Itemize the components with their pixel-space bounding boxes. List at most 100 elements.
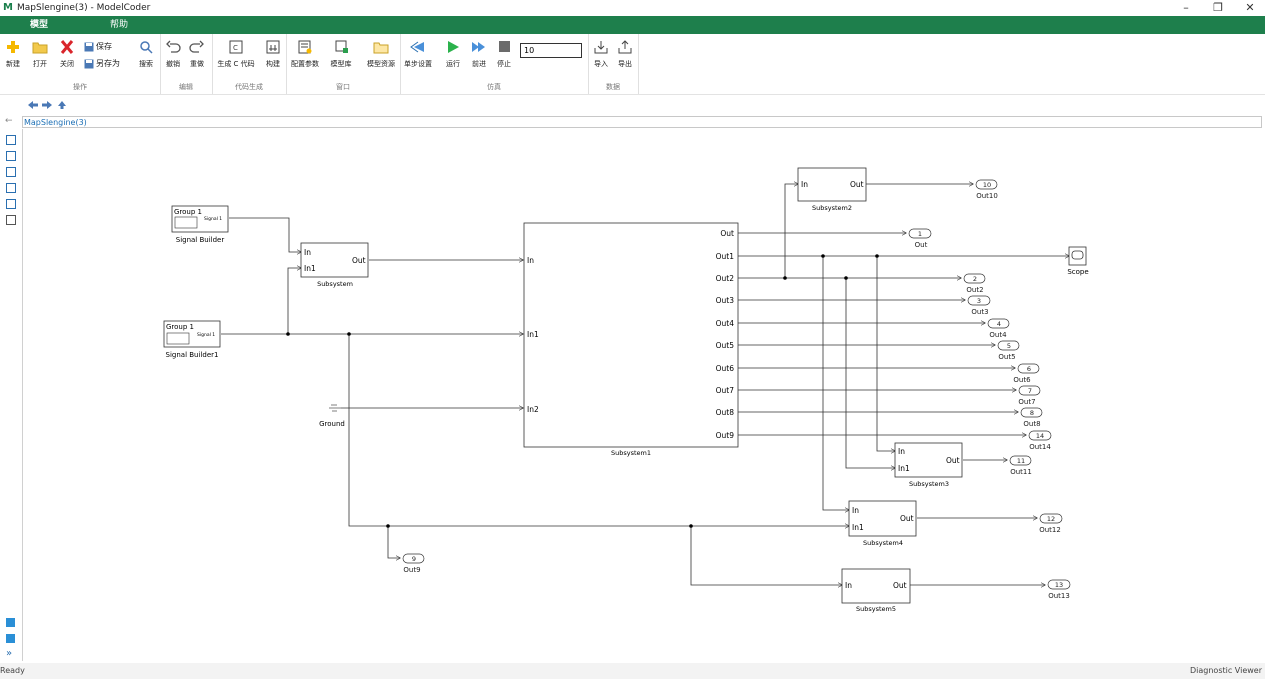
minimize-button[interactable]: – [1183,1,1189,14]
breadcrumb-model[interactable]: MapSlengine(3) [24,118,87,127]
svg-text:C: C [233,44,238,52]
save-button[interactable]: 保存 [84,41,112,52]
signal-builder-icon [174,216,198,229]
ground-block[interactable]: Ground [319,404,345,428]
redo-icon [189,40,204,53]
search-button[interactable]: 搜索 [133,40,159,69]
step-settings-button[interactable]: 单步设置 [402,40,434,69]
folder-blue-icon[interactable] [6,634,15,643]
signal-builder1-block[interactable]: Group 1 Signal 1 Signal Builder1 [163,320,221,359]
scope-block[interactable]: Scope [1067,246,1089,276]
svg-text:7: 7 [1028,387,1032,395]
forward-button[interactable]: 前进 [466,40,492,69]
redo-button[interactable]: 重做 [184,40,210,69]
close-window-button[interactable]: ✕ [1245,1,1255,14]
model-resources-button[interactable]: 模型资源 [364,40,398,69]
subsystem5-block[interactable]: In Out Subsystem5 [841,568,911,613]
menu-bar: 模型 帮助 [0,16,1265,34]
subsystem3-block[interactable]: In In1 Out Subsystem3 [894,442,963,488]
diagnostic-viewer-link[interactable]: Diagnostic Viewer [1190,666,1262,675]
forward-arrow-icon[interactable] [42,101,52,109]
subsystem3-name: Subsystem3 [909,480,949,488]
subsystem3-port-in: In [898,447,905,456]
undo-button[interactable]: 撤销 [160,40,186,69]
build-button[interactable]: 构建 [260,40,286,69]
config-params-button[interactable]: 配置参数 [290,40,320,69]
outport-name: Out2 [966,286,983,294]
svg-text:2: 2 [973,275,977,283]
subsystem2-port-out: Out [850,180,864,189]
export-icon [618,40,632,54]
fit-view-icon[interactable] [6,151,16,161]
ribbon-toolbar: 新建 打开 关闭 保存 另存为 搜索 操作 撤销 [0,34,1265,95]
save-as-icon [84,59,94,68]
subsystem1-port-out5: Out5 [716,341,735,350]
path-back-icon[interactable]: ← [5,116,13,126]
stop-button[interactable]: 停止 [491,40,517,69]
new-button[interactable]: 新建 [0,40,26,69]
up-arrow-icon[interactable] [58,101,66,109]
ground-name: Ground [319,420,345,428]
ribbon-group-sim: 单步设置 运行 前进 停止 仿真 [400,34,589,94]
subsystem4-block[interactable]: In In1 Out Subsystem4 [848,500,917,547]
ribbon-group-edit: 撤销 重做 编辑 [160,34,213,94]
outport-name: Out14 [1029,443,1051,451]
outport-name: Out3 [971,308,988,316]
menu-model[interactable]: 模型 [30,20,49,30]
ribbon-group-operate: 新建 打开 关闭 保存 另存为 搜索 操作 [0,34,161,94]
model-canvas[interactable]: Group 1 Signal 1 Signal Builder Group 1 … [22,129,1263,661]
window-title: MapSlengine(3) - ModelCoder [17,3,151,13]
subsystem4-port-out: Out [900,514,914,523]
config-icon [298,40,312,54]
subsystem2-block[interactable]: In Out Subsystem2 [797,167,867,212]
subsystem1-port-out6: Out6 [716,364,735,373]
outport-name: Out10 [976,192,998,200]
subsystem2-port-in: In [801,180,808,189]
save-as-button[interactable]: 另存为 [84,58,120,69]
subsystem1-port-out: Out [720,229,734,238]
breadcrumb[interactable]: MapSlengine(3) [22,116,1262,128]
block-diagram[interactable]: Group 1 Signal 1 Signal Builder Group 1 … [23,129,1263,661]
subsystem3-port-in1: In1 [898,464,910,473]
image-icon[interactable] [6,199,16,209]
zoom-area-icon[interactable] [6,167,16,177]
outport-name: Out12 [1039,526,1061,534]
close-button[interactable]: 关闭 [54,40,80,69]
run-button[interactable]: 运行 [440,40,466,69]
import-button[interactable]: 导入 [588,40,614,69]
expand-icon[interactable]: » [6,648,13,659]
rectangle-icon[interactable] [6,215,16,225]
sim-steps-input[interactable] [520,43,582,58]
subsystem1-block[interactable]: In In1 In2 Out Out1 Out2 Out3 Out4 Out5 … [523,222,739,457]
zoom-in-icon[interactable] [6,135,16,145]
export-button[interactable]: 导出 [612,40,638,69]
left-toolbar [6,135,18,231]
menu-help[interactable]: 帮助 [110,20,129,30]
restore-button[interactable]: ❐ [1213,1,1223,14]
camera-icon[interactable] [6,618,15,627]
subsystem-port-out: Out [352,256,366,265]
back-arrow-icon[interactable] [28,101,38,109]
outport-name: Out4 [989,331,1007,339]
model-library-button[interactable]: 模型库 [328,40,354,69]
signal-builder-block[interactable]: Group 1 Signal 1 Signal Builder [171,205,229,244]
subsystem-block[interactable]: In In1 Out Subsystem [300,242,369,288]
svg-text:13: 13 [1055,581,1063,589]
annotation-icon[interactable] [6,183,16,193]
gen-c-code-button[interactable]: C 生成 C 代码 [214,40,258,69]
open-button[interactable]: 打开 [27,40,53,69]
